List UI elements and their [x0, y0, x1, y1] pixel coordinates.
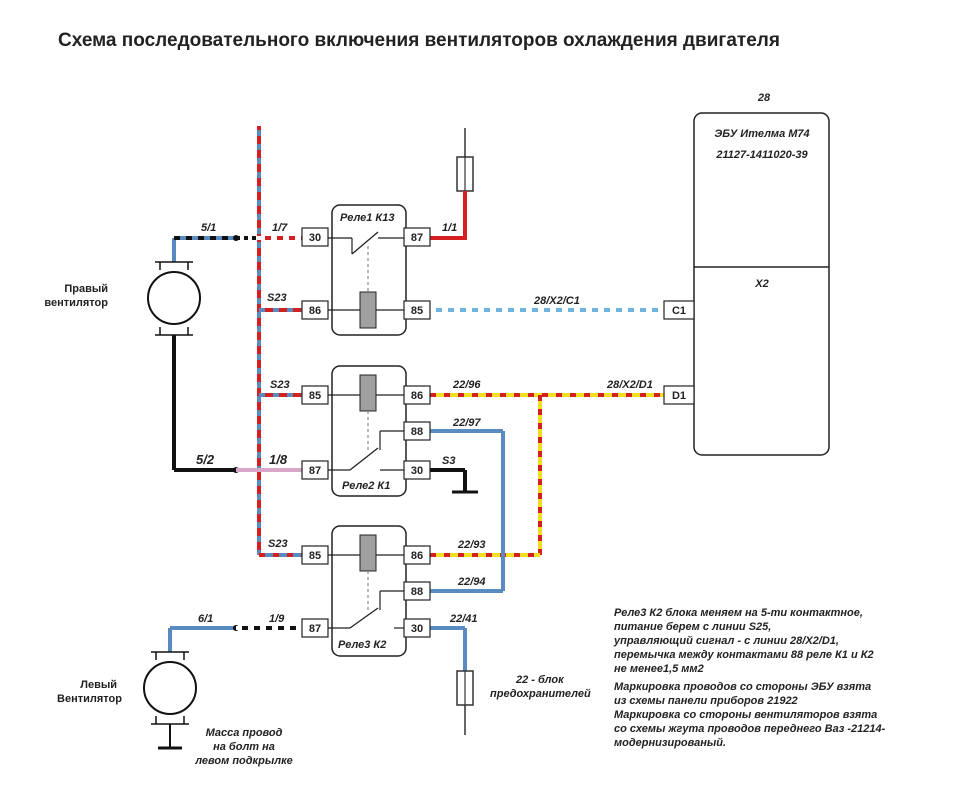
label-22-94: 22/94: [457, 576, 486, 588]
notes-block: Реле3 К2 блока меняем на 5-ти контактное…: [613, 607, 886, 749]
right-fan-label-1: Правый: [64, 283, 108, 295]
label-28-x2-c1: 28/X2/C1: [533, 295, 580, 307]
label-5-1: 5/1: [201, 222, 216, 234]
k1-pin-30: 30: [411, 465, 423, 477]
right-fan-wiring: [172, 235, 302, 473]
k13-pin-85: 85: [411, 305, 423, 317]
relay-k13-label: Реле1 К13: [340, 212, 394, 224]
label-22-96: 22/96: [452, 379, 481, 391]
ecu-signal-wires: [430, 308, 664, 593]
relay-k1: 85 86 88 87 30 Реле2 К1: [301, 365, 431, 497]
fuse-block-label-2: предохранителей: [490, 688, 591, 700]
relay-k13: 30 87 86 85 Реле1 К13: [301, 204, 431, 336]
label-1-1: 1/1: [442, 222, 457, 234]
right-fan-motor: [147, 261, 201, 336]
label-5-2: 5/2: [196, 452, 215, 467]
k2-pin-87: 87: [309, 623, 321, 635]
note-line-2: питание берем с линии S25,: [614, 621, 771, 633]
label-1-8: 1/8: [269, 452, 288, 467]
ecu-pin-d1: D1: [672, 390, 686, 402]
note-line-9: со схемы жгута проводов переднего Ваз -2…: [614, 723, 886, 735]
k2-pin-85: 85: [309, 550, 321, 562]
ground-note: Масса провод на болт на левом подкрылке: [194, 727, 293, 767]
k13-pin-87: 87: [411, 232, 423, 244]
k1-pin-88: 88: [411, 426, 423, 438]
left-fan-motor: [143, 651, 197, 725]
k2-pin-86: 86: [411, 550, 423, 562]
fuse-block-label-1: 22 - блок: [515, 674, 565, 686]
note-line-5: не менее1,5 мм2: [614, 663, 704, 675]
fan-labels: Правый вентилятор Левый Вентилятор: [44, 283, 122, 705]
ground-note-1: Масса провод: [206, 727, 283, 739]
label-s23-b: S23: [270, 379, 290, 391]
label-28-x2-d1: 28/X2/D1: [606, 379, 653, 391]
k13-pin-30: 30: [309, 232, 321, 244]
ecu-part-number: 21127-1411020-39: [715, 149, 808, 161]
ecu-pin-c1: C1: [672, 305, 686, 317]
k2-pin-88: 88: [411, 586, 423, 598]
left-fan-label-1: Левый: [80, 679, 117, 691]
label-1-7: 1/7: [272, 222, 288, 234]
s23-branches: [259, 308, 302, 557]
note-line-8: Маркировка со стороны вентиляторов взята: [614, 709, 877, 721]
ground-note-3: левом подкрылке: [194, 755, 293, 767]
left-fan-wiring: [158, 625, 302, 750]
note-line-1: Реле3 К2 блока меняем на 5-ти контактное…: [614, 607, 863, 619]
k2-pin-30: 30: [411, 623, 423, 635]
relay-k1-label: Реле2 К1: [342, 480, 390, 492]
ecu-connector: X2: [754, 278, 768, 290]
right-fan-label-2: вентилятор: [44, 297, 108, 309]
label-s3: S3: [442, 455, 455, 467]
k1-pin-87: 87: [309, 465, 321, 477]
ground-note-2: на болт на: [213, 741, 275, 753]
wire-labels: 5/1 1/7 1/1 S23 28/X2/C1 S23 22/96 28/X2…: [196, 222, 653, 625]
k13-pin-86: 86: [309, 305, 321, 317]
bottom-fuse: [430, 626, 474, 735]
note-line-10: модернизированый.: [614, 737, 726, 749]
label-22-97: 22/97: [452, 417, 481, 429]
note-line-7: из схемы панели приборов 21922: [614, 695, 798, 707]
top-fuse: [430, 128, 474, 240]
label-6-1: 6/1: [198, 613, 213, 625]
ecu-number: 28: [757, 92, 771, 104]
k1-pin-86: 86: [411, 390, 423, 402]
label-s23-a: S23: [267, 292, 287, 304]
note-line-4: перемычка между контактами 88 реле К1 и …: [614, 649, 874, 661]
left-fan-label-2: Вентилятор: [57, 693, 122, 705]
fuse-block-label: 22 - блок предохранителей: [490, 674, 591, 700]
label-1-9: 1/9: [269, 613, 285, 625]
ecu-name: ЭБУ Ителма М74: [714, 128, 809, 140]
label-s23-c: S23: [268, 538, 288, 550]
label-22-93: 22/93: [457, 539, 486, 551]
ecu-block: 28 ЭБУ Ителма М74 21127-1411020-39 X2 C1…: [663, 92, 830, 456]
label-22-41: 22/41: [449, 613, 478, 625]
note-line-6: Маркировка проводов со стороны ЭБУ взята: [614, 681, 871, 693]
relay-k2-label: Реле3 К2: [338, 639, 386, 651]
note-line-3: управляющий сигнал - с линии 28/X2/D1,: [613, 635, 839, 647]
relay-k2: 85 86 88 87 30 Реле3 К2: [301, 525, 431, 657]
k1-pin-85: 85: [309, 390, 321, 402]
diagram-title: Схема последовательного включения вентил…: [58, 30, 780, 51]
